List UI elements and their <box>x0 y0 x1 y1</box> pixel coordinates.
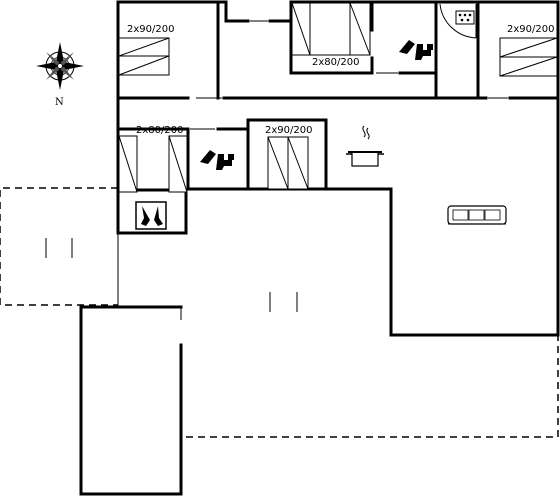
door-swing <box>439 3 477 39</box>
compass-icon <box>36 42 84 90</box>
exterior-walls <box>116 0 560 337</box>
bed-top-mid <box>291 2 371 56</box>
annex-walls <box>79 305 183 496</box>
shower-icon <box>455 10 475 25</box>
cooking-pot-icon <box>346 125 384 167</box>
bed-top-left <box>118 37 170 76</box>
washing-machine-icon <box>135 201 167 230</box>
bed-mid <box>267 136 309 190</box>
sofa-icon <box>447 205 507 225</box>
bed-top-right <box>499 37 558 77</box>
north-label: N <box>55 97 64 108</box>
bed-mid-left <box>118 135 188 193</box>
bed-label-top-left: 2x90/200 <box>127 24 175 35</box>
terrace-markers <box>45 238 298 312</box>
toilet-icon <box>399 40 433 60</box>
terrace-outline-bottom <box>186 336 559 438</box>
toilet-icon <box>200 150 234 170</box>
bed-label-mid-left: 2x80/200 <box>136 125 184 136</box>
bed-label-top-mid: 2x80/200 <box>312 57 360 68</box>
bed-label-mid: 2x90/200 <box>265 125 313 136</box>
terrace-outline-left <box>0 187 118 306</box>
bed-label-top-right: 2x90/200 <box>507 24 555 35</box>
thin-walls <box>117 20 508 335</box>
